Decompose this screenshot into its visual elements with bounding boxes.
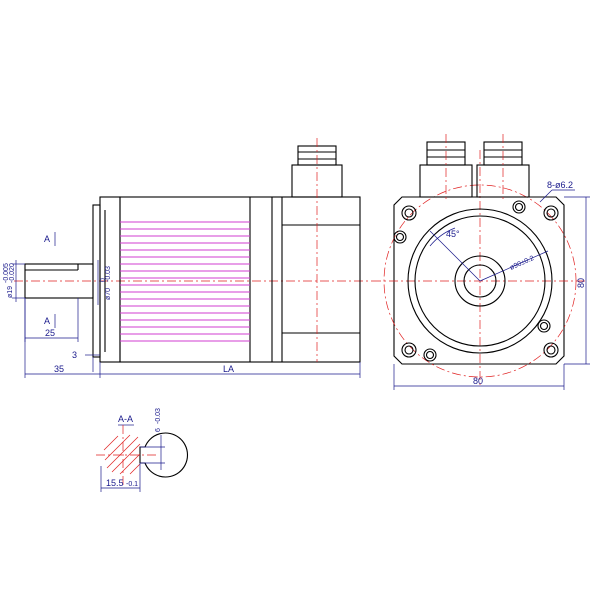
- motor-body: [119, 196, 361, 363]
- holes-leader: [539, 189, 553, 203]
- pilot-tolerance-upper: 0: [100, 278, 107, 282]
- section-view: A-A 6 -0.03 15.5 -0.1: [96, 408, 189, 492]
- angle-ray: [429, 230, 481, 282]
- section-mark-bottom: A: [44, 316, 50, 326]
- key-length-label: 25: [45, 328, 55, 338]
- side-view: A A ø19 -0.005 -0.020 ø70 0 -0.03 25 3 3…: [3, 138, 372, 378]
- front-connectors: [419, 134, 530, 200]
- pilot-outer-circle: [407, 208, 553, 354]
- shaft-tolerance-lower: -0.020: [9, 263, 16, 283]
- key-width-tolerance: -0.03: [155, 408, 162, 424]
- bolt-holes: [393, 200, 559, 362]
- pilot-diameter-label: ø70: [105, 288, 112, 300]
- body-length-label: LA: [223, 364, 234, 374]
- front-flange: [393, 196, 565, 365]
- flange-step-label: 3: [72, 350, 77, 360]
- angle-arc: [429, 227, 456, 247]
- section-title: A-A: [118, 414, 133, 424]
- front-view: 45° ø90±0.2 8-ø6.2 80 80: [372, 134, 590, 390]
- bolt-holes-label: 8-ø6.2: [547, 180, 573, 190]
- shaft-section: [139, 432, 189, 478]
- section-mark-top: A: [44, 234, 50, 244]
- key-depth-label: 15.5: [106, 478, 124, 488]
- bolt-circle-label: ø90±0.2: [509, 255, 535, 272]
- pilot-tolerance-lower: -0.03: [105, 266, 112, 282]
- width-label: 80: [473, 376, 483, 386]
- key-width-label: 6: [155, 428, 162, 432]
- shaft-end-circle: [463, 264, 497, 298]
- stator-windings: [120, 221, 250, 342]
- side-connector: [291, 138, 343, 362]
- angle-label: 45°: [446, 229, 460, 239]
- shaft-length-label: 35: [54, 364, 64, 374]
- hub-circle: [454, 255, 506, 307]
- section-hatch: [103, 434, 141, 475]
- bolt-circle-leader: [479, 250, 549, 282]
- key-depth-tolerance: -0.1: [126, 481, 138, 488]
- pilot-inner-circle: [414, 215, 546, 347]
- height-label: 80: [576, 278, 586, 288]
- shaft-diameter-label: ø19: [7, 286, 14, 298]
- shaft-tolerance-upper: -0.005: [3, 263, 10, 283]
